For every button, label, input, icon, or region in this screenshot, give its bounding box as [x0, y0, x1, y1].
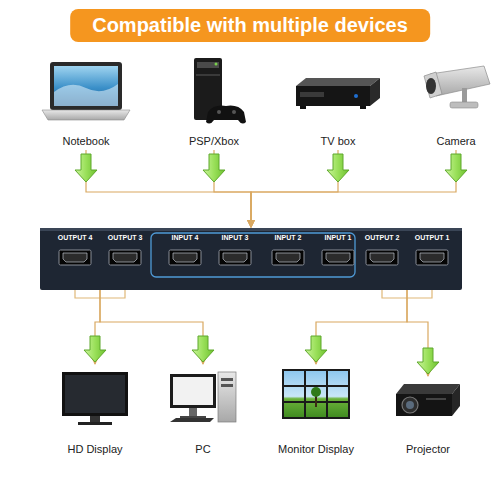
connector-line — [86, 150, 251, 227]
pc-icon — [170, 372, 236, 422]
hd-display-node: HD Display — [47, 366, 143, 456]
signal-connector — [100, 290, 214, 364]
signal-connector — [407, 290, 439, 376]
port-label: INPUT 2 — [275, 234, 302, 241]
connector-line — [214, 150, 251, 227]
port-label: OUTPUT 2 — [365, 234, 400, 241]
switch-housing — [40, 228, 462, 290]
green-arrow — [203, 154, 225, 182]
signal-connector — [305, 290, 407, 364]
camera-icon — [424, 66, 490, 108]
monitor-display-node: Monitor Display — [263, 366, 369, 456]
pc-node: PC — [160, 366, 246, 456]
title-banner: Compatible with multiple devices — [70, 9, 430, 42]
console-node: PSP/Xbox — [171, 56, 257, 148]
green-arrow — [417, 348, 439, 374]
connector-line — [316, 290, 407, 364]
device-label: Projector — [380, 443, 476, 455]
device-label: PSP/Xbox — [171, 135, 257, 147]
port-label: OUTPUT 3 — [108, 234, 143, 241]
output-leads — [75, 290, 432, 298]
signal-connector — [75, 150, 251, 227]
connector-line — [251, 150, 456, 227]
projector-node: Projector — [380, 378, 476, 456]
port-label: INPUT 3 — [222, 234, 249, 241]
camera-node: Camera — [415, 62, 497, 148]
projector-icon — [396, 384, 460, 416]
green-arrow — [75, 154, 97, 182]
green-arrow — [327, 154, 349, 182]
notebook-node: Notebook — [35, 58, 137, 148]
green-arrow — [192, 336, 214, 362]
video-wall-icon — [283, 370, 349, 418]
device-label: HD Display — [47, 443, 143, 455]
hdmi-switch-node: OUTPUT 4 OUTPUT 3 INPUT 4 INPUT 3 INPUT 2 INP… — [40, 228, 462, 290]
tv-box-icon — [296, 78, 380, 109]
connector-line — [100, 290, 203, 364]
green-arrow — [305, 336, 327, 362]
port-label: INPUT 4 — [172, 234, 199, 241]
port-label: OUTPUT 1 — [415, 234, 450, 241]
signal-connector — [251, 150, 349, 227]
device-label: PC — [160, 443, 246, 455]
device-label: Monitor Display — [263, 443, 369, 455]
port-label: INPUT 1 — [325, 234, 352, 241]
device-label: Notebook — [35, 135, 137, 147]
console-icon — [194, 58, 246, 124]
signal-connector — [84, 290, 106, 364]
connector-line — [251, 150, 338, 227]
green-arrow — [445, 154, 467, 182]
notebook-icon — [42, 62, 130, 120]
device-label: Camera — [415, 135, 497, 147]
port-label: OUTPUT 4 — [58, 234, 93, 241]
signal-connector — [203, 150, 251, 227]
signal-connector — [251, 150, 467, 227]
hd-display-icon — [62, 372, 128, 425]
device-label: TV box — [287, 135, 389, 147]
green-arrow — [84, 336, 106, 362]
tv-box-node: TV box — [287, 74, 389, 148]
